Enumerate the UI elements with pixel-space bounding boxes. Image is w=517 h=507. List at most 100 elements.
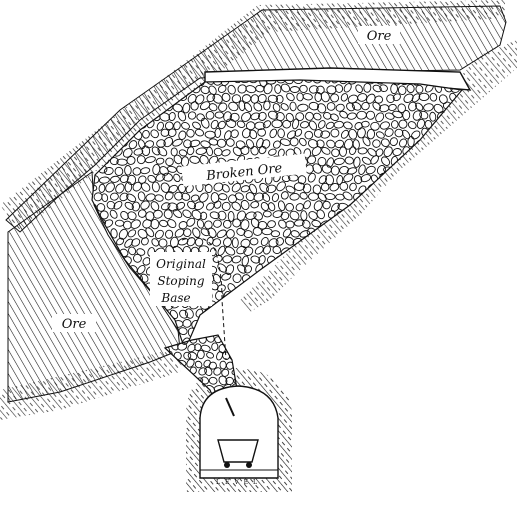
rock-fragment <box>424 119 433 129</box>
rock-fragment <box>313 112 322 121</box>
rock-fragment <box>399 301 408 310</box>
rock-fragment <box>177 342 188 351</box>
rock-fragment <box>178 327 188 335</box>
rock-fragment <box>360 337 369 347</box>
rock-fragment <box>140 200 150 210</box>
rock-fragment <box>187 343 196 353</box>
rock-fragment <box>229 335 238 344</box>
rock-fragment <box>165 406 170 417</box>
rock-fragment <box>254 121 266 130</box>
rock-fragment <box>436 290 447 300</box>
level-label: LEVEL <box>216 479 262 486</box>
rock-fragment <box>144 156 156 164</box>
rock-fragment <box>104 93 114 102</box>
rock-fragment <box>339 146 347 157</box>
rock-fragment <box>379 121 390 130</box>
rock-fragment <box>324 193 336 201</box>
rock-fragment <box>361 120 370 128</box>
rock-fragment <box>433 103 444 114</box>
rock-fragment <box>407 301 416 310</box>
ore-car-wheel-left <box>224 462 230 468</box>
rock-fragment <box>154 194 164 202</box>
rock-fragment <box>201 335 209 338</box>
rock-fragment <box>228 301 237 311</box>
rock-fragment <box>423 176 434 184</box>
rock-fragment <box>351 265 361 275</box>
rock-fragment <box>442 319 454 328</box>
rock-fragment <box>392 273 402 282</box>
rock-fragment <box>170 375 180 385</box>
rock-fragment <box>200 318 211 328</box>
rock-fragment <box>165 399 166 409</box>
rock-fragment <box>420 219 429 228</box>
rock-fragment <box>262 210 272 218</box>
rock-fragment <box>397 103 406 113</box>
rock-fragment <box>213 182 224 192</box>
rock-fragment <box>421 308 430 318</box>
rock-fragment <box>339 290 349 301</box>
rock-fragment <box>198 367 208 376</box>
rock-fragment <box>390 337 398 347</box>
base-label: Base <box>160 291 190 305</box>
rock-fragment <box>397 320 408 329</box>
rock-fragment <box>141 182 151 192</box>
rock-fragment <box>460 300 462 311</box>
rock-fragment <box>331 80 341 84</box>
rock-fragment <box>369 210 380 220</box>
rock-fragment <box>145 227 155 238</box>
label-original-stoping-base: Original Stoping Base <box>150 252 212 306</box>
rock-fragment <box>272 103 281 112</box>
rock-fragment <box>453 138 461 148</box>
rock-fragment <box>116 237 125 246</box>
rock-fragment <box>393 343 404 350</box>
rock-fragment <box>345 247 354 258</box>
rock-fragment <box>416 118 426 129</box>
rock-fragment <box>380 138 390 147</box>
rock-fragment <box>371 297 381 310</box>
rock-fragment <box>340 346 349 350</box>
rock-fragment <box>393 183 404 192</box>
rock-fragment <box>425 320 434 328</box>
rock-fragment <box>159 219 169 228</box>
rock-fragment <box>253 102 263 112</box>
rock-fragment <box>110 85 118 95</box>
rock-fragment <box>431 255 439 264</box>
rock-fragment <box>360 319 370 328</box>
rock-fragment <box>231 94 242 104</box>
rock-fragment <box>241 111 252 122</box>
rock-fragment <box>355 84 363 93</box>
rock-fragment <box>416 317 427 327</box>
rock-fragment <box>378 299 388 309</box>
rock-fragment <box>433 210 442 222</box>
rock-fragment <box>196 219 205 229</box>
rock-fragment <box>213 80 223 86</box>
rock-fragment <box>415 192 425 202</box>
rock-fragment <box>448 327 459 335</box>
rock-fragment <box>309 337 318 346</box>
rock-fragment <box>119 174 129 183</box>
rock-fragment <box>442 228 452 237</box>
rock-fragment <box>389 282 399 290</box>
rock-fragment <box>279 337 290 346</box>
rock-fragment <box>218 102 228 112</box>
rock-fragment <box>402 200 414 209</box>
rock-fragment <box>461 192 462 200</box>
rock-fragment <box>217 84 227 93</box>
rock-fragment <box>424 247 434 257</box>
rock-fragment <box>355 318 363 327</box>
rock-fragment <box>393 237 403 248</box>
rock-fragment <box>412 290 423 301</box>
rock-fragment <box>443 210 454 220</box>
rock-fragment <box>177 110 187 122</box>
rock-fragment <box>415 173 425 182</box>
rock-fragment <box>253 211 263 221</box>
rock-fragment <box>141 237 149 246</box>
rock-fragment <box>434 317 445 329</box>
rock-fragment <box>446 166 455 175</box>
rock-fragment <box>124 165 132 176</box>
rock-fragment <box>105 80 113 85</box>
rock-fragment <box>444 284 453 292</box>
rock-fragment <box>331 202 340 212</box>
rock-fragment <box>419 255 428 265</box>
rock-fragment <box>171 407 180 417</box>
